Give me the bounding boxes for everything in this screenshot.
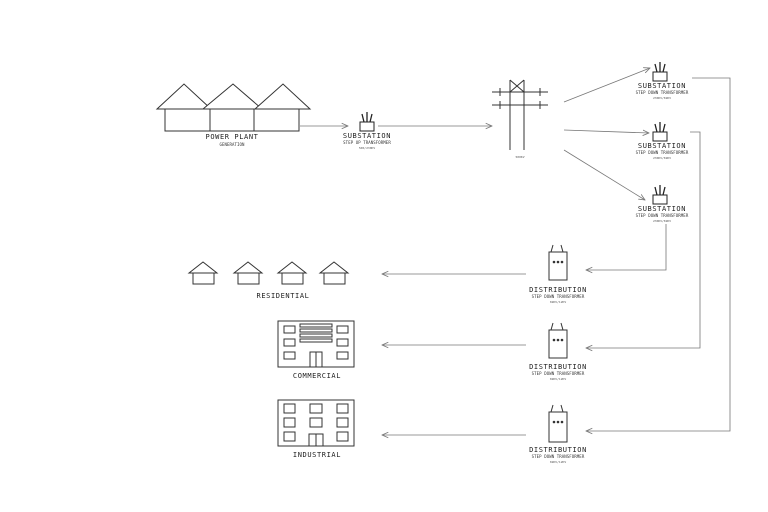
substation-2-note: 230KV/69KV bbox=[652, 156, 672, 160]
distribution-2-label: DISTRIBUTION bbox=[529, 363, 587, 371]
residential-houses-icon bbox=[187, 261, 350, 285]
power-plant-label: POWER PLANT bbox=[205, 133, 259, 141]
distribution-transformer-icon-2 bbox=[548, 322, 568, 359]
substation-step-up-label: SUBSTATION bbox=[342, 132, 392, 140]
substation-3-sub-label: STEP DOWN TRANSFORMER bbox=[635, 213, 689, 218]
power-plant-sub-label: GENERATION bbox=[219, 142, 245, 147]
distribution-3-sub-label: STEP DOWN TRANSFORMER bbox=[531, 454, 585, 459]
connector-tower-to-substation-1 bbox=[563, 68, 650, 103]
connector-substation-1-to-distribution-3 bbox=[586, 77, 731, 431]
distribution-2-note: 69KV/12KV bbox=[549, 377, 567, 381]
distribution-3-label: DISTRIBUTION bbox=[529, 446, 587, 454]
substation-step-up-sub-label: STEP UP TRANSFORMER bbox=[343, 140, 391, 145]
substation-1-label: SUBSTATION bbox=[637, 82, 687, 90]
distribution-transformer-icon-3 bbox=[548, 404, 568, 443]
substation-step-up-icon bbox=[359, 112, 375, 132]
transmission-tower-icon bbox=[492, 79, 548, 150]
distribution-2-sub-label: STEP DOWN TRANSFORMER bbox=[531, 371, 585, 376]
substation-step-down-icon-1 bbox=[652, 62, 668, 82]
commercial-building-icon bbox=[277, 320, 355, 368]
substation-1-sub-label: STEP DOWN TRANSFORMER bbox=[635, 90, 689, 95]
substation-3-note: 230KV/69KV bbox=[652, 219, 672, 223]
distribution-3-note: 69KV/12KV bbox=[549, 460, 567, 464]
residential-label: RESIDENTIAL bbox=[256, 292, 310, 300]
distribution-1-note: 69KV/12KV bbox=[549, 300, 567, 304]
connector-tower-to-substation-2 bbox=[563, 129, 649, 133]
substation-1-note: 230KV/69KV bbox=[652, 96, 672, 100]
distribution-1-label: DISTRIBUTION bbox=[529, 286, 587, 294]
industrial-building-icon bbox=[277, 399, 355, 447]
distribution-transformer-icon-1 bbox=[548, 244, 568, 281]
substation-step-down-icon-2 bbox=[652, 122, 668, 142]
connector-substation-2-to-distribution-2 bbox=[586, 131, 701, 348]
commercial-label: COMMERCIAL bbox=[292, 372, 342, 380]
substation-2-sub-label: STEP DOWN TRANSFORMER bbox=[635, 150, 689, 155]
substation-3-label: SUBSTATION bbox=[637, 205, 687, 213]
connector-tower-to-substation-3 bbox=[563, 149, 645, 200]
substation-2-label: SUBSTATION bbox=[637, 142, 687, 150]
connector-substation-3-to-distribution-1 bbox=[586, 224, 667, 270]
distribution-1-sub-label: STEP DOWN TRANSFORMER bbox=[531, 294, 585, 299]
industrial-label: INDUSTRIAL bbox=[292, 451, 342, 459]
substation-step-up-note: 500/230KV bbox=[358, 146, 376, 150]
power-plant-icon bbox=[155, 83, 312, 132]
substation-step-down-icon-3 bbox=[652, 185, 668, 205]
tower-label: 500KV bbox=[515, 155, 525, 159]
